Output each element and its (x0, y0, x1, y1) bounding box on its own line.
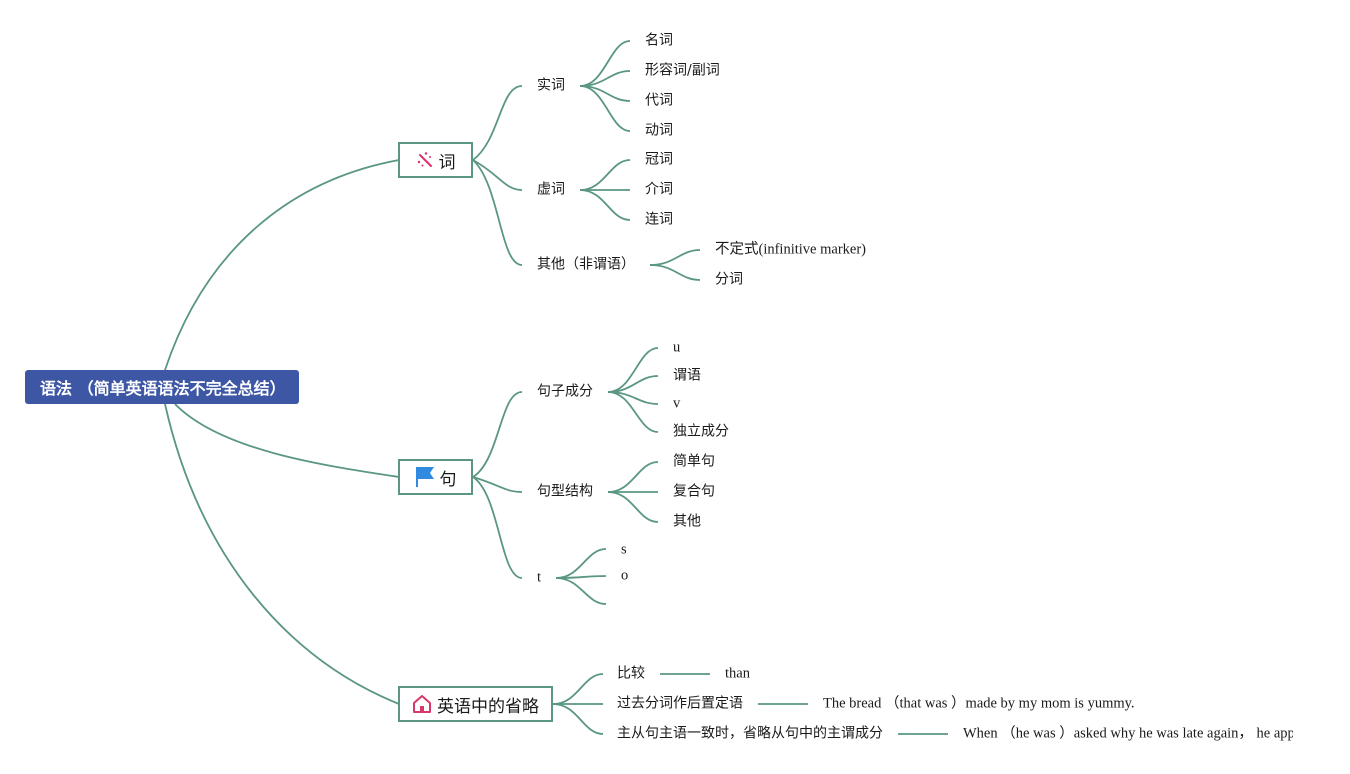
subtopic-label[interactable]: 主从句主语一致时，省略从句中的主谓成分 (617, 725, 883, 742)
edge-word-xuci (472, 159, 523, 191)
topic-word[interactable]: 词 (398, 142, 473, 178)
subtopic-label[interactable]: 实词 (537, 77, 565, 94)
leaf-label[interactable]: o (621, 567, 629, 584)
topic-ellipsis[interactable]: 英语中的省略 (398, 686, 553, 722)
leaf-label[interactable]: s (621, 541, 627, 558)
root-topic[interactable]: 语法 （简单英语语法不完全总结） (25, 370, 299, 404)
edge-leaf (579, 85, 631, 132)
topic-sentence[interactable]: 句 (398, 459, 473, 495)
subtopic-label[interactable]: 其他（非谓语） (537, 256, 635, 273)
leaf-label[interactable]: When （he was ）asked why he was late agai… (963, 725, 1293, 742)
subtopic-label[interactable]: 虚词 (537, 181, 565, 198)
edge-leaf (607, 491, 659, 523)
leaf-label[interactable]: The bread （that was ）made by my mom is y… (823, 695, 1135, 712)
leaf-label[interactable]: 不定式(infinitive marker) (715, 241, 866, 258)
edge-word-shici (472, 85, 523, 161)
flag-icon (415, 466, 435, 488)
leaf-label[interactable]: 连词 (645, 211, 673, 228)
leaf-label[interactable]: 动词 (645, 122, 673, 139)
edge-leaf (579, 159, 631, 191)
edge-leaf (649, 249, 701, 266)
edge-root-word (164, 159, 400, 371)
topic-sentence-label: 句 (439, 469, 457, 490)
leaf-label[interactable]: 谓语 (673, 367, 701, 384)
edge-sentence-structure (472, 476, 523, 493)
root-label: 语法 （简单英语语法不完全总结） (40, 379, 286, 398)
topic-ellipsis-label: 英语中的省略 (437, 696, 539, 717)
topic-word-label: 词 (438, 152, 456, 173)
leaf-label[interactable]: u (673, 339, 681, 356)
leaf-label[interactable]: 形容词/副词 (645, 62, 720, 79)
edge-ellipsis-comparison (552, 673, 604, 705)
house-icon (412, 694, 432, 714)
leaf-label[interactable]: than (725, 665, 750, 682)
subtopic-label[interactable]: 句型结构 (537, 483, 593, 500)
leaf-label[interactable]: v (673, 395, 681, 412)
edge-root-ellipsis (164, 403, 400, 705)
leaf-label[interactable]: 名词 (645, 32, 673, 49)
edge-leaf (555, 548, 607, 579)
edge-leaf (555, 577, 607, 605)
leaf-label[interactable]: 介词 (645, 181, 673, 198)
edge-sentence-components (472, 391, 523, 478)
leaf-label[interactable]: 其他 (673, 513, 701, 530)
edge-sentence-t (472, 476, 523, 579)
subtopic-label[interactable]: 过去分词作后置定语 (617, 695, 743, 712)
leaf-label[interactable]: 代词 (645, 92, 673, 109)
edge-leaf (579, 189, 631, 221)
leaf-label[interactable]: 冠词 (645, 151, 673, 168)
subtopic-label[interactable]: t (537, 569, 542, 586)
leaf-label[interactable]: 复合句 (673, 483, 715, 500)
leaf-label[interactable]: 分词 (715, 271, 743, 288)
edge-ellipsis-clause (552, 703, 604, 735)
edge-leaf (607, 461, 659, 493)
edge-leaf (649, 264, 701, 281)
magic-wand-icon (416, 151, 434, 169)
leaf-label[interactable]: 简单句 (673, 453, 715, 470)
edge-leaf (607, 391, 659, 433)
subtopic-label[interactable]: 句子成分 (537, 383, 593, 400)
edge-word-other (472, 159, 523, 266)
edge-root-sentence (174, 403, 400, 478)
leaf-label[interactable]: 独立成分 (673, 423, 729, 440)
subtopic-label[interactable]: 比较 (617, 665, 645, 682)
